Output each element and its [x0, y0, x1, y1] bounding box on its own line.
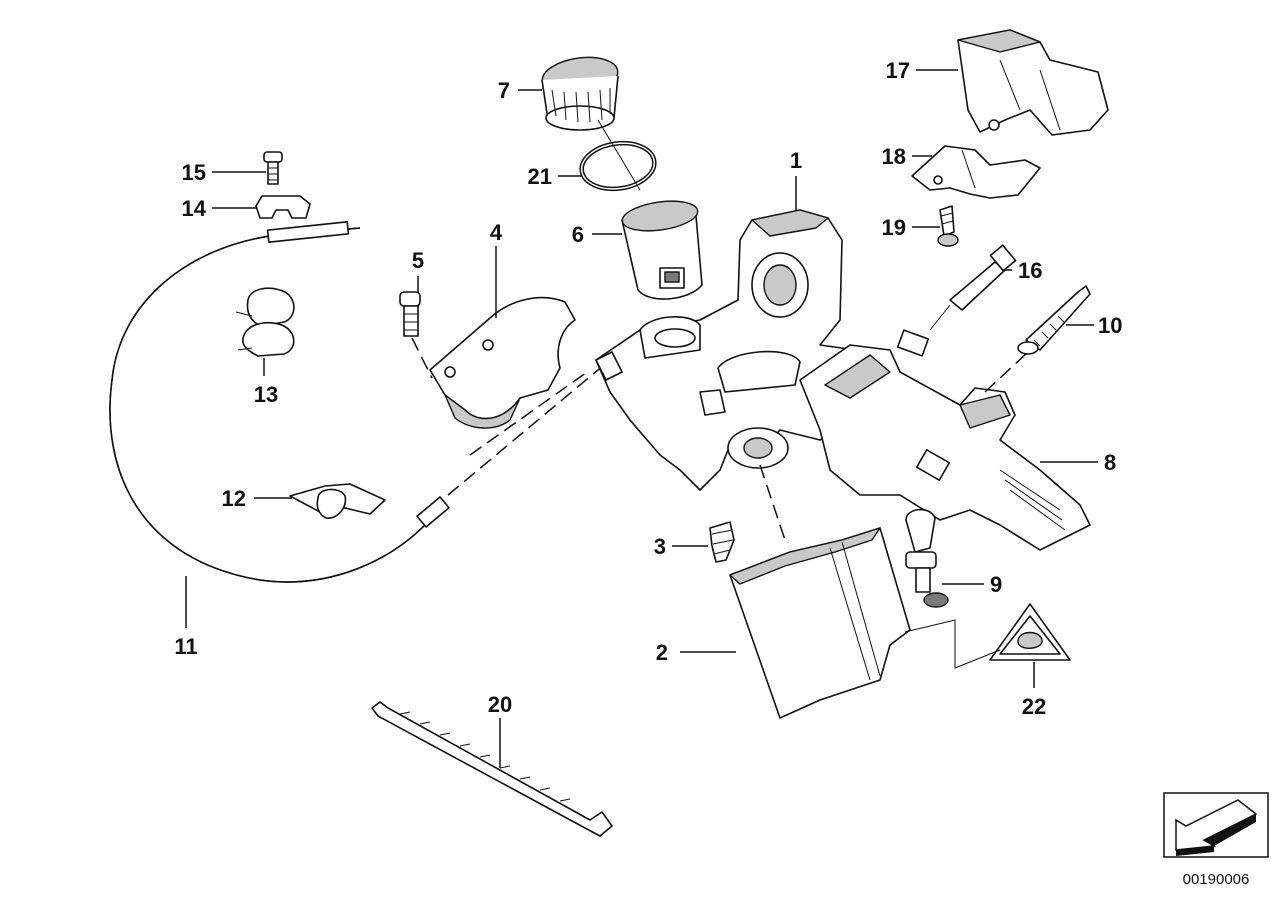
cap-part-17[interactable]	[957, 29, 1109, 136]
module-part-8[interactable]	[799, 344, 1091, 551]
screw-part-5[interactable]	[399, 291, 433, 379]
o-ring-part-21[interactable]	[577, 119, 659, 195]
callout-22[interactable]: 22	[1022, 694, 1046, 719]
control-unit-part-2[interactable]	[729, 527, 911, 719]
ring-part-7[interactable]	[540, 53, 620, 131]
switch-part-9[interactable]	[905, 508, 949, 608]
orientation-arrow-icon	[1163, 792, 1269, 858]
warning-label-part-22[interactable]	[904, 603, 1071, 669]
callout-13[interactable]: 13	[254, 382, 278, 407]
document-number: 00190006	[1183, 871, 1250, 888]
callout-2[interactable]: 2	[656, 640, 668, 665]
clip-part-12[interactable]	[289, 483, 386, 519]
callout-21[interactable]: 21	[528, 164, 552, 189]
callout-17[interactable]: 17	[886, 58, 910, 83]
holder-part-14[interactable]	[255, 195, 311, 219]
steering-lock-housing-part-1[interactable]	[595, 209, 881, 541]
callout-9[interactable]: 9	[990, 572, 1002, 597]
screw-part-19[interactable]	[937, 205, 959, 247]
callout-1[interactable]: 1	[790, 148, 802, 173]
clip-part-13[interactable]	[235, 287, 295, 357]
callout-15[interactable]: 15	[182, 160, 206, 185]
callout-6[interactable]: 6	[572, 222, 584, 247]
screw-part-3[interactable]	[709, 521, 735, 563]
callout-3[interactable]: 3	[654, 534, 666, 559]
callout-10[interactable]: 10	[1098, 313, 1122, 338]
bracket-part-18[interactable]	[911, 145, 1041, 199]
screw-part-15[interactable]	[263, 151, 283, 185]
callout-5[interactable]: 5	[412, 248, 424, 273]
callout-4[interactable]: 4	[490, 220, 503, 245]
callout-8[interactable]: 8	[1104, 450, 1116, 475]
callout-labels: 1 2 3 4 5 6 7 8 9 10 11 12 13 14 15 16 1…	[174, 58, 1122, 719]
callout-18[interactable]: 18	[882, 144, 906, 169]
cable-tie-part-20[interactable]	[371, 701, 613, 837]
callout-11[interactable]: 11	[174, 634, 197, 659]
leader-lines	[185, 69, 1098, 768]
sensor-part-10[interactable]	[1017, 285, 1091, 355]
callout-14[interactable]: 14	[182, 196, 207, 221]
callout-16[interactable]: 16	[1018, 258, 1042, 283]
callout-19[interactable]: 19	[882, 215, 906, 240]
cover-part-4[interactable]	[429, 296, 591, 456]
callout-20[interactable]: 20	[488, 692, 512, 717]
lock-cylinder-part-6[interactable]	[620, 197, 703, 300]
connector-part-16[interactable]	[896, 244, 1017, 357]
callout-12[interactable]: 12	[222, 486, 246, 511]
callout-7[interactable]: 7	[498, 78, 510, 103]
cable-part-11[interactable]	[109, 221, 641, 583]
